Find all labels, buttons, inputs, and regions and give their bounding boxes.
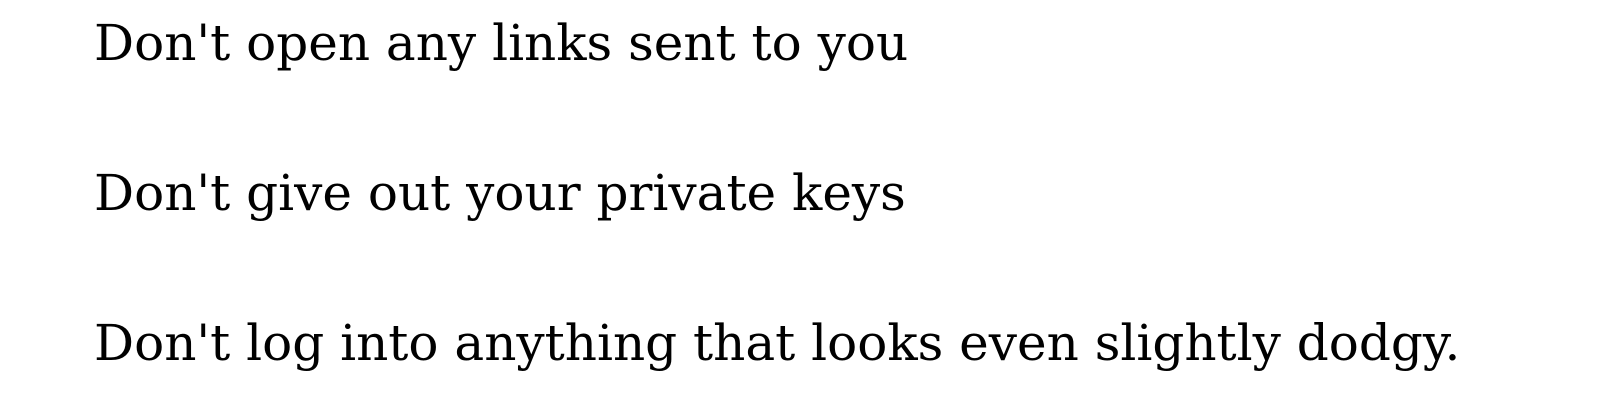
advice-line-1: Don't open any links sent to you xyxy=(94,14,909,72)
advice-line-3: Don't log into anything that looks even … xyxy=(94,314,1461,372)
advice-line-2: Don't give out your private keys xyxy=(94,164,906,222)
document-body: Don't open any links sent to you Don't g… xyxy=(94,0,1574,400)
